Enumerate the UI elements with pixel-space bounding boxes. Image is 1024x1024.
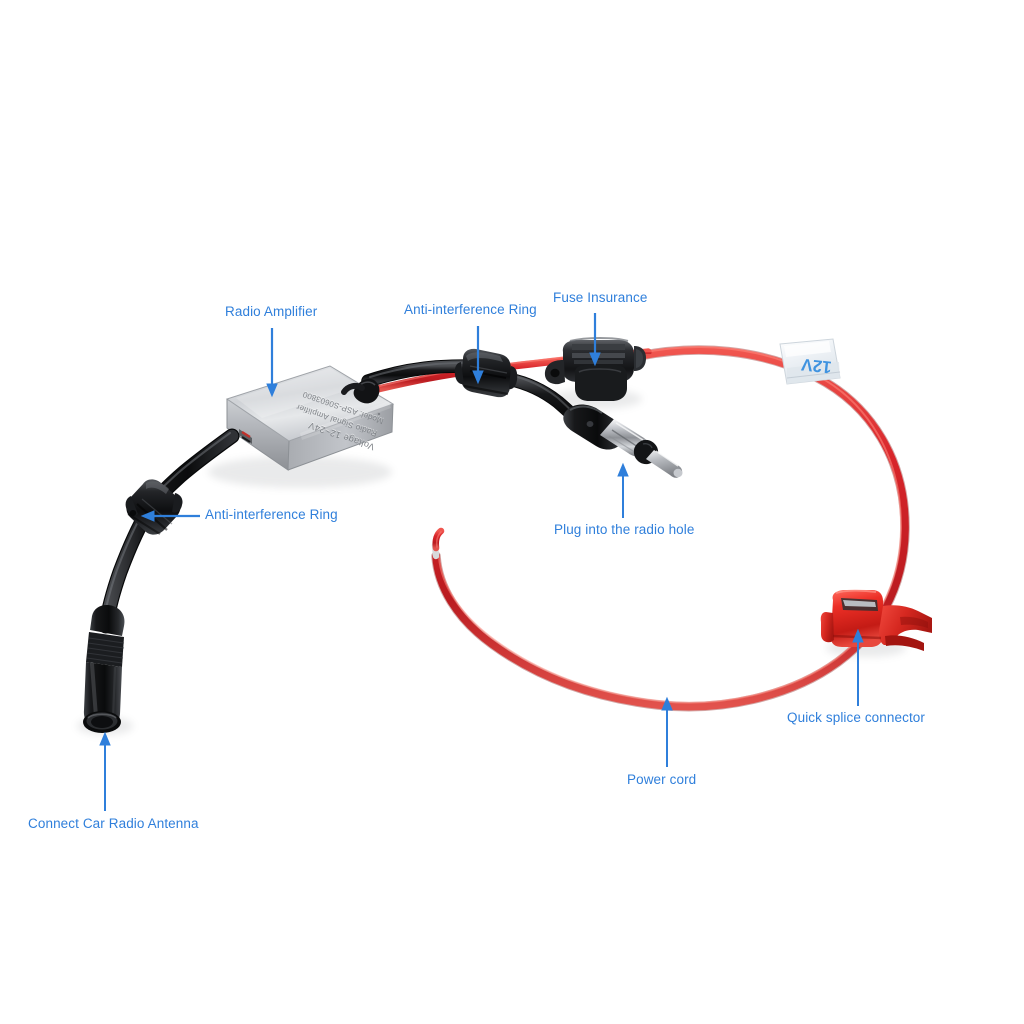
callout-label-connect-car-radio-antenna: Connect Car Radio Antenna xyxy=(28,816,199,831)
drop-shadows xyxy=(77,389,906,735)
callout-label-quick-splice-connector: Quick splice connector xyxy=(787,710,926,725)
ferrite-ring-top xyxy=(454,348,518,398)
leader-plug-into-radio-hole xyxy=(617,462,629,518)
antenna-female-connector xyxy=(83,605,125,733)
ferrite-ring-left xyxy=(125,479,183,535)
callout-label-anti-interference-ring-left: Anti-interference Ring xyxy=(205,507,338,522)
leader-power-cord xyxy=(661,696,673,767)
callout-label-power-cord: Power cord xyxy=(627,772,697,787)
callout-label-plug-into-radio-hole: Plug into the radio hole xyxy=(554,522,695,537)
callout-label-anti-interference-ring-top: Anti-interference Ring xyxy=(404,302,537,317)
leader-anti-interference-ring-left xyxy=(140,510,200,522)
cable-tag-text: 12V xyxy=(791,346,838,378)
cable-tag-value: 12V xyxy=(800,354,833,377)
power-cord-stripped-end xyxy=(431,527,445,560)
leader-connect-car-radio-antenna xyxy=(99,731,111,811)
radio-amplifier-box xyxy=(225,365,395,471)
callout-label-radio-amplifier: Radio Amplifier xyxy=(225,304,318,319)
amp-output-strain-relief xyxy=(341,378,380,404)
leader-fuse-insurance xyxy=(589,313,601,367)
leader-quick-splice-connector xyxy=(852,628,864,706)
cable-tag xyxy=(779,338,841,385)
leader-anti-interference-ring-top xyxy=(472,326,484,385)
leader-radio-amplifier xyxy=(266,328,278,398)
callout-label-fuse-insurance: Fuse Insurance xyxy=(553,290,648,305)
antenna-input-cable xyxy=(98,428,240,634)
fuse-holder xyxy=(544,337,652,401)
quick-splice-connector xyxy=(820,589,932,651)
antenna-male-plug xyxy=(563,404,683,478)
callout-leaders xyxy=(99,313,864,811)
